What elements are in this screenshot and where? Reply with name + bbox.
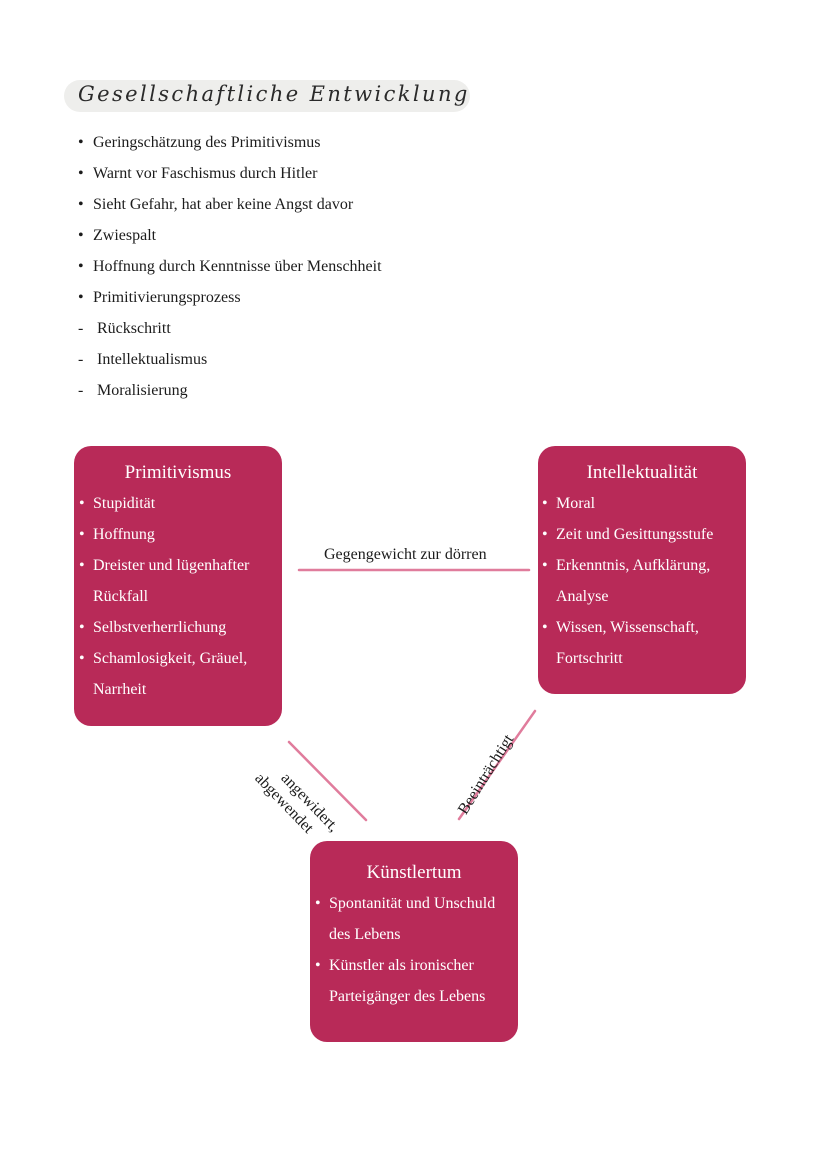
node-item: • Wissen, Wissenschaft, Fortschritt bbox=[538, 612, 746, 674]
node-item-text: Moral bbox=[556, 495, 596, 512]
list-item: • Zwiespalt bbox=[78, 220, 382, 251]
dash-marker: - bbox=[78, 320, 84, 337]
dash-marker: - bbox=[78, 382, 84, 399]
node-title: Künstlertum bbox=[366, 862, 462, 883]
node-item: • Künstler als ironischer Parteigänger de… bbox=[311, 950, 518, 1012]
list-item: • Hoffnung durch Kenntnisse über Menschhe… bbox=[78, 251, 382, 282]
node-item: • Stupidität bbox=[75, 488, 282, 519]
bullet-marker: • bbox=[79, 495, 85, 512]
bullet-marker: • bbox=[78, 227, 84, 244]
bullet-marker: • bbox=[79, 650, 85, 667]
list-item: • Primitivierungsprozess bbox=[78, 282, 382, 313]
notes-list: • Geringschätzung des Primitivismus • Warn… bbox=[78, 127, 382, 406]
node-item: • Spontanität und Unschuld des Lebens bbox=[311, 888, 518, 950]
bullet-marker: • bbox=[79, 619, 85, 636]
bullet-marker: • bbox=[79, 557, 85, 574]
list-item-text: Primitivierungsprozess bbox=[93, 289, 241, 306]
bullet-marker: • bbox=[79, 526, 85, 543]
bullet-marker: • bbox=[542, 557, 548, 574]
list-item-text: Zwiespalt bbox=[93, 227, 157, 244]
node-intellektualitaet: Intellektualität • Moral • Zeit und Gesitt… bbox=[538, 446, 746, 694]
node-item-text: Stupidität bbox=[93, 495, 156, 512]
node-item-list: • Moral • Zeit und Gesittungsstufe • Erkenn… bbox=[538, 488, 746, 674]
node-item: • Erkenntnis, Aufklärung, Analyse bbox=[538, 550, 746, 612]
bullet-marker: • bbox=[78, 165, 84, 182]
bullet-marker: • bbox=[78, 196, 84, 213]
node-item: • Hoffnung bbox=[75, 519, 282, 550]
list-item-text: Rückschritt bbox=[97, 320, 171, 337]
list-item-text: Moralisierung bbox=[97, 382, 188, 399]
list-item: • Sieht Gefahr, hat aber keine Angst davo… bbox=[78, 189, 382, 220]
node-item-list: • Spontanität und Unschuld des Lebens • Kü… bbox=[311, 888, 518, 1012]
list-item: -Moralisierung bbox=[78, 375, 382, 406]
connector-primitivismus-kuenstlertum bbox=[287, 740, 368, 822]
bullet-marker: • bbox=[315, 895, 321, 912]
page-heading: Gesellschaftliche Entwicklung bbox=[78, 82, 470, 106]
bullet-marker: • bbox=[542, 495, 548, 512]
node-item: • Zeit und Gesittungsstufe bbox=[538, 519, 746, 550]
node-item-text: Hoffnung bbox=[93, 526, 155, 543]
node-item: • Schamlosigkeit, Gräuel, Narrheit bbox=[75, 643, 282, 705]
bullet-marker: • bbox=[542, 619, 548, 636]
node-item-text: Wissen, Wissenschaft, Fortschritt bbox=[556, 619, 699, 667]
heading-highlight bbox=[64, 80, 470, 112]
bullet-marker: • bbox=[78, 289, 84, 306]
list-item-text: Sieht Gefahr, hat aber keine Angst davor bbox=[93, 196, 354, 213]
node-title: Primitivismus bbox=[124, 462, 232, 483]
node-item-text: Schamlosigkeit, Gräuel, Narrheit bbox=[93, 650, 248, 698]
list-item: • Warnt vor Faschismus durch Hitler bbox=[78, 158, 382, 189]
bullet-marker: • bbox=[542, 526, 548, 543]
node-item-text: Erkenntnis, Aufklärung, Analyse bbox=[556, 557, 711, 605]
edge-label-gegengewicht: Gegengewicht zur dörren bbox=[324, 546, 487, 563]
node-item-text: Spontanität und Unschuld des Lebens bbox=[329, 895, 496, 943]
list-item-text: Hoffnung durch Kenntnisse über Menschhei… bbox=[93, 258, 382, 275]
node-item: • Moral bbox=[538, 488, 746, 519]
node-item-text: Zeit und Gesittungsstufe bbox=[556, 526, 714, 543]
node-item-text: Selbstverherrlichung bbox=[93, 619, 227, 636]
bullet-marker: • bbox=[78, 134, 84, 151]
list-item: • Geringschätzung des Primitivismus bbox=[78, 127, 382, 158]
node-primitivismus: Primitivismus • Stupidität • Hoffnung • Dre… bbox=[74, 446, 282, 726]
list-item: -Intellektualismus bbox=[78, 344, 382, 375]
list-item-text: Geringschätzung des Primitivismus bbox=[93, 134, 321, 151]
node-item: • Selbstverherrlichung bbox=[75, 612, 282, 643]
connector-intellektualitaet-kuenstlertum bbox=[457, 709, 537, 821]
node-item: • Dreister und lügenhafter Rückfall bbox=[75, 550, 282, 612]
dash-marker: - bbox=[78, 351, 84, 368]
list-item-text: Intellektualismus bbox=[97, 351, 208, 368]
node-kuenstlertum: Künstlertum • Spontanität und Unschuld de… bbox=[310, 841, 518, 1042]
node-item-list: • Stupidität • Hoffnung • Dreister und lüge… bbox=[75, 488, 282, 705]
node-item-text: Künstler als ironischer Parteigänger des… bbox=[329, 957, 486, 1005]
node-item-text: Dreister und lügenhafter Rückfall bbox=[93, 557, 250, 605]
node-title: Intellektualität bbox=[586, 462, 698, 483]
list-item: -Rückschritt bbox=[78, 313, 382, 344]
list-item-text: Warnt vor Faschismus durch Hitler bbox=[93, 165, 318, 182]
bullet-marker: • bbox=[78, 258, 84, 275]
bullet-marker: • bbox=[315, 957, 321, 974]
